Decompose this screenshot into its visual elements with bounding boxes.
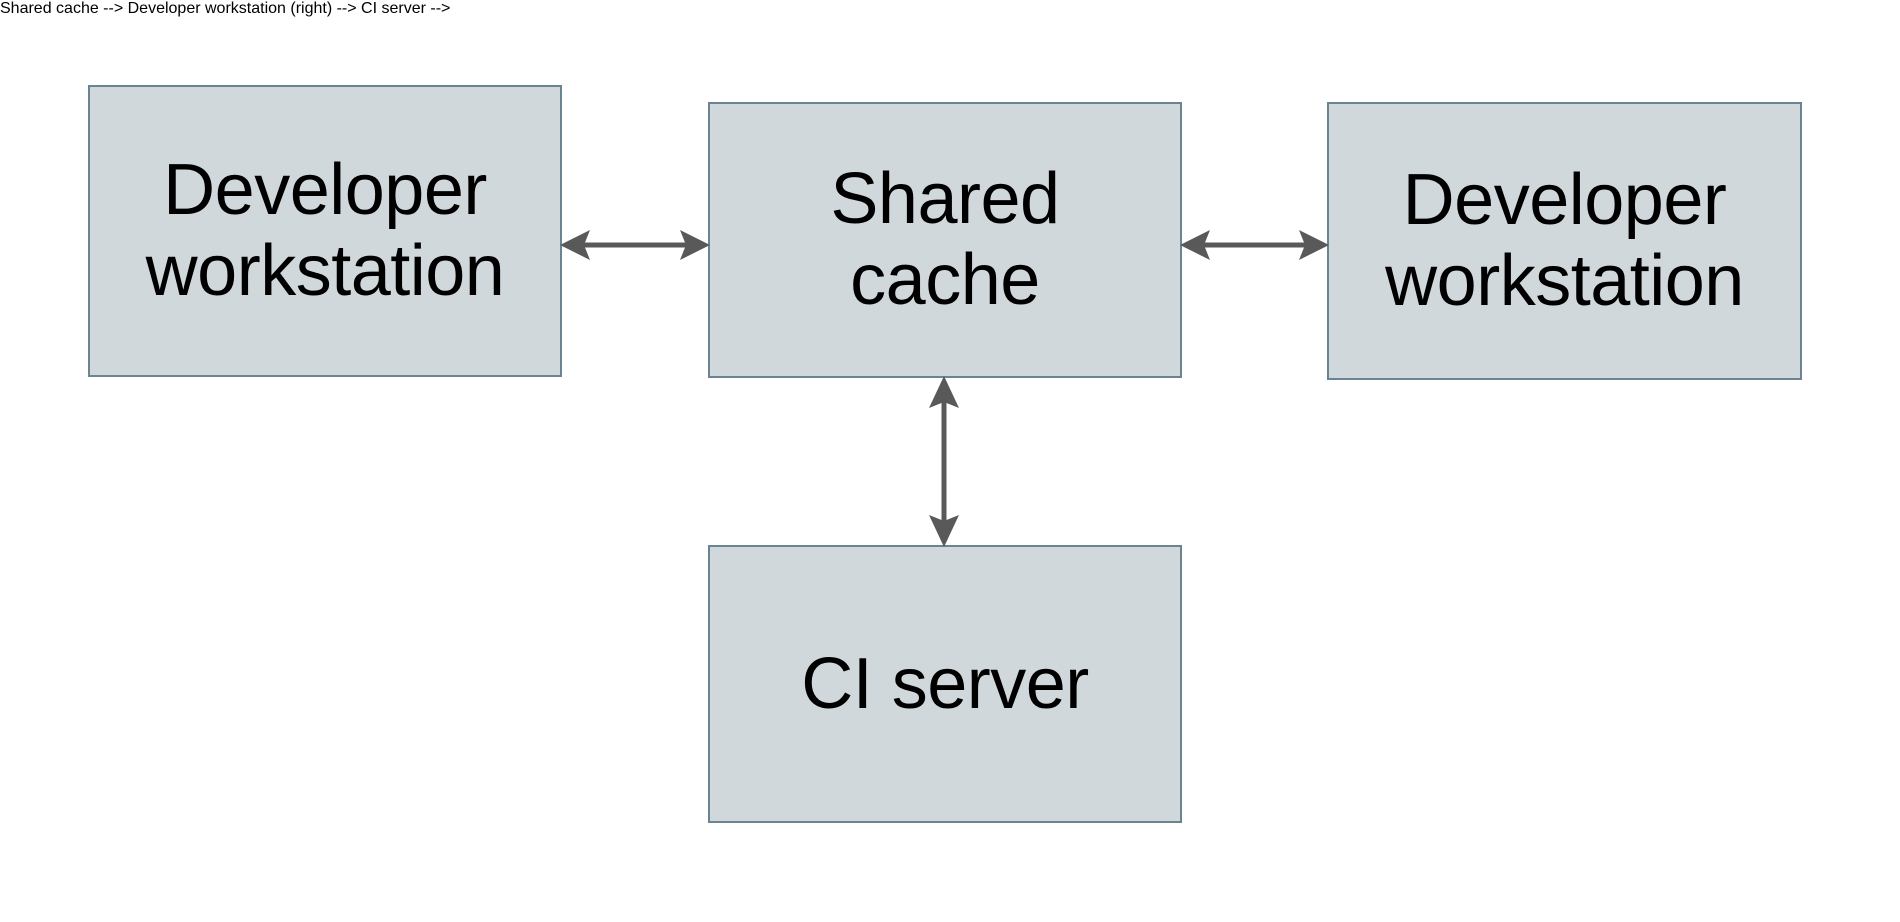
double-arrow-horizontal-icon (560, 230, 710, 260)
node-label: Developer workstation (1385, 160, 1744, 321)
node-label: Shared cache (830, 159, 1060, 320)
edge-shared-cache-to-developer-right (1180, 222, 1329, 268)
node-developer-workstation-right[interactable]: Developer workstation (1327, 102, 1802, 380)
double-arrow-vertical-icon (929, 376, 959, 547)
edge-shared-cache-to-ci-server (921, 376, 967, 547)
node-shared-cache[interactable]: Shared cache (708, 102, 1182, 378)
node-ci-server[interactable]: CI server (708, 545, 1182, 823)
node-label: Developer workstation (145, 150, 505, 311)
edge-developer-left-to-shared-cache (560, 222, 710, 268)
node-developer-workstation-left[interactable]: Developer workstation (88, 85, 562, 377)
node-label: CI server (801, 643, 1089, 724)
double-arrow-horizontal-icon (1180, 230, 1329, 260)
